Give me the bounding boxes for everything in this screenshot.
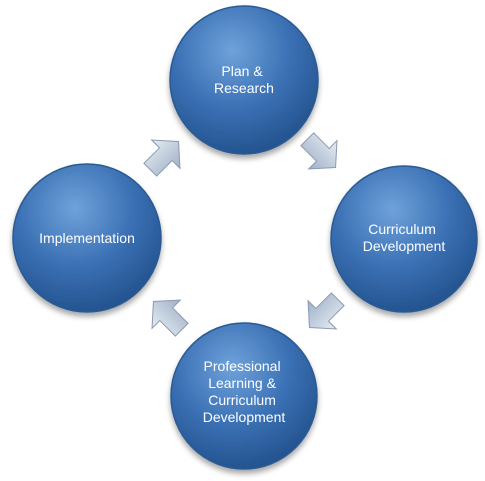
step-label-line: Development: [203, 409, 286, 425]
step-professional-learning: Professional Learning & Curriculum Devel…: [170, 322, 318, 470]
step-label-line: Curriculum: [368, 221, 436, 237]
step-implementation: Implementation: [12, 163, 162, 313]
svg-text:Professional Learning &: Professional Learning & Curriculum Devel…: [203, 358, 286, 425]
arrow-right-down-icon: [300, 132, 338, 170]
arrow-left-up-icon: [151, 299, 189, 337]
arrow-right-up-icon: [143, 139, 181, 177]
svg-text:Curriculum Development: Curriculum Development: [363, 221, 446, 254]
step-label-line: Professional: [204, 358, 281, 374]
step-curriculum-development: Curriculum Development: [330, 165, 478, 313]
step-label-line: Plan &: [221, 63, 263, 79]
step-label-line: Implementation: [39, 230, 135, 246]
svg-text:Implementation: Implementation: [39, 230, 135, 246]
step-label-line: Curriculum: [208, 392, 276, 408]
arrow-left-down-icon: [307, 292, 345, 330]
step-label-line: Research: [214, 80, 274, 96]
step-label-line: Development: [363, 238, 446, 254]
step-label-line: Learning &: [208, 375, 276, 391]
step-plan-research: Plan & Research: [169, 5, 319, 155]
svg-text:Plan & Research: Plan & Research: [214, 63, 274, 96]
